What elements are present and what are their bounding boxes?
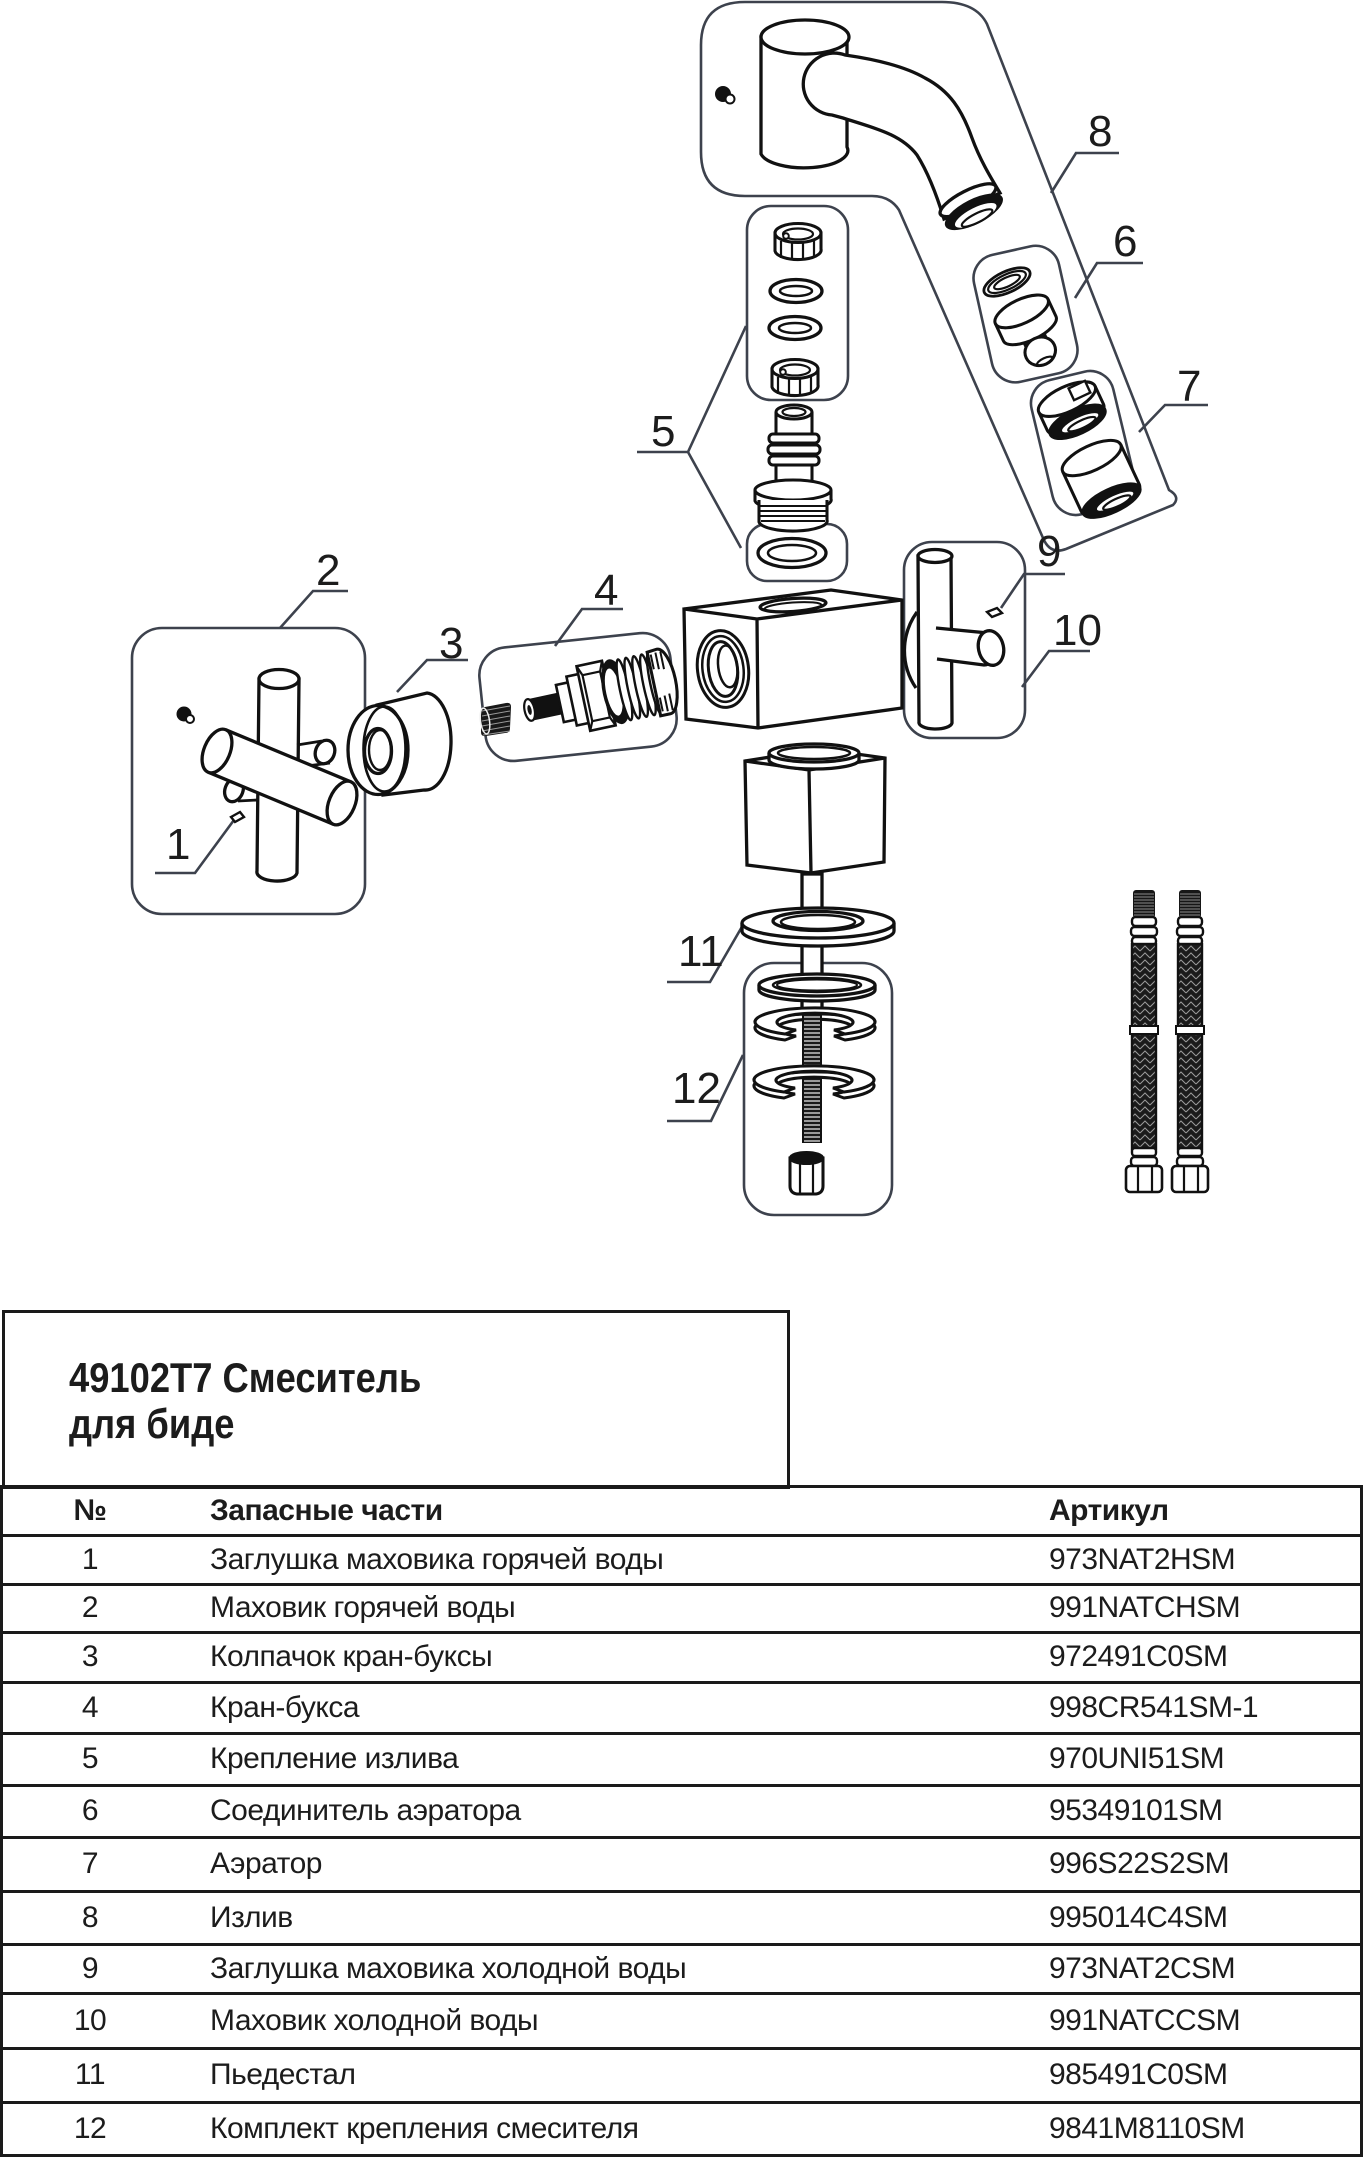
svg-text:6: 6 bbox=[1113, 217, 1137, 266]
svg-text:10: 10 bbox=[1053, 606, 1102, 655]
svg-text:2: 2 bbox=[316, 546, 340, 595]
svg-text:8: 8 bbox=[1088, 107, 1112, 156]
svg-text:4: 4 bbox=[594, 566, 618, 615]
svg-text:9: 9 bbox=[1037, 527, 1061, 576]
svg-text:1: 1 bbox=[166, 820, 190, 869]
svg-text:5: 5 bbox=[651, 407, 675, 456]
svg-text:11: 11 bbox=[678, 927, 724, 976]
svg-text:7: 7 bbox=[1177, 362, 1201, 411]
svg-text:3: 3 bbox=[439, 619, 463, 668]
svg-text:12: 12 bbox=[672, 1064, 721, 1113]
